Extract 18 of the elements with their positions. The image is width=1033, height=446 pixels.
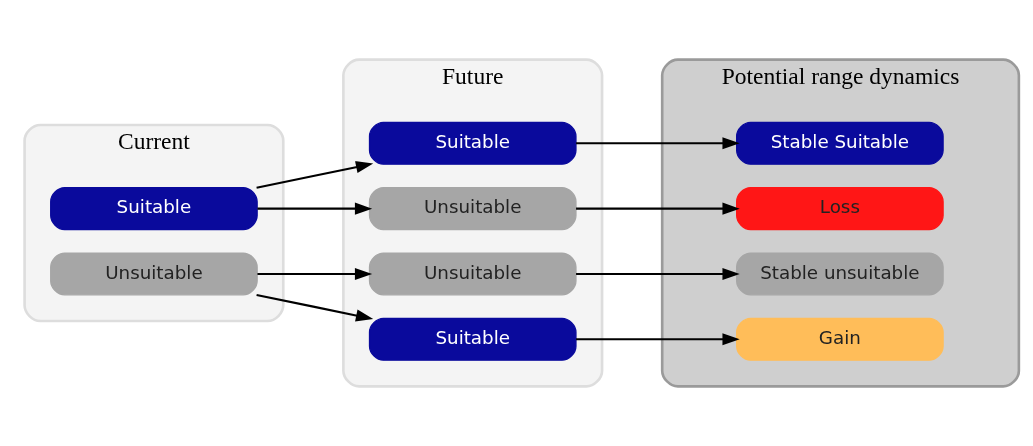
node-box: Stable Suitable (736, 121, 944, 165)
node-box: Unsuitable (50, 252, 258, 296)
node-box: Suitable (368, 121, 577, 165)
arrow (576, 267, 740, 280)
node-box: Stable unsuitable (736, 252, 944, 296)
node-box: Suitable (50, 187, 258, 231)
arrow (256, 161, 374, 189)
arrow (257, 267, 373, 280)
arrow (576, 137, 740, 150)
arrow (257, 202, 373, 215)
node-box: Unsuitable (368, 187, 577, 231)
arrow (576, 202, 740, 215)
node-box: Loss (736, 187, 944, 231)
node-box: Gain (736, 317, 944, 361)
arrow (256, 293, 374, 322)
node-box: Unsuitable (368, 252, 577, 296)
arrow (576, 333, 740, 346)
node-box: Suitable (368, 317, 577, 361)
